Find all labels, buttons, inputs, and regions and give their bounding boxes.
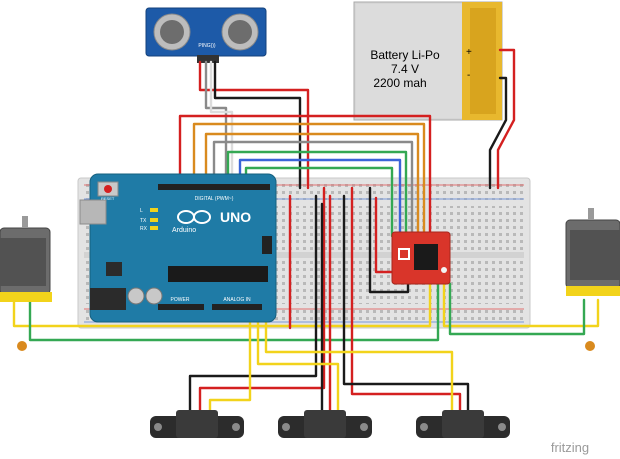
wire-motor-right-green	[448, 282, 586, 336]
arduino-logo-uno: UNO	[220, 209, 251, 225]
wire-motor-left-yellow	[12, 282, 432, 328]
wire-battery-plus	[496, 48, 516, 190]
arduino-brand: Arduino	[172, 227, 196, 234]
wire-ir1-yellow	[208, 318, 252, 416]
wire-ir2-yellow	[256, 318, 340, 416]
l-led-label: L	[140, 208, 143, 214]
battery-label-line1: Battery Li-Po	[370, 48, 440, 62]
arduino-uno: DIGITAL (PWM~) Arduino UNO TX RX L POWER…	[79, 173, 277, 323]
lipo-battery: Battery Li-Po 7.4 V 2200 mah + -	[353, 1, 503, 121]
motor-left	[0, 216, 52, 351]
wire-motor-right-yellow	[442, 282, 600, 328]
fritzing-watermark: fritzing	[551, 440, 589, 455]
atmega-chip	[168, 266, 268, 282]
battery-plus-terminal: +	[466, 47, 472, 58]
rx-label: RX	[140, 226, 148, 232]
reset-label: RESET	[101, 196, 115, 201]
wire-ir3-red	[350, 186, 462, 416]
wire-ir1-red	[198, 186, 326, 416]
wire-sensor-vcc	[198, 60, 310, 190]
wire-battery-minus	[488, 76, 508, 190]
wire-d-orange2	[204, 132, 420, 238]
wire-d-red	[178, 114, 432, 238]
wire-ir3-black	[342, 194, 470, 416]
motor-driver	[391, 231, 451, 285]
wire-d-gray	[212, 140, 414, 238]
wire-ir1-black	[188, 194, 318, 416]
wire-sensor-echo	[209, 60, 234, 182]
wire-driver-black	[368, 186, 410, 294]
motor-right	[565, 208, 620, 351]
wire-driver-red	[374, 196, 398, 274]
ir-sensor-center	[278, 410, 372, 438]
ir-sensor-left	[150, 410, 244, 438]
battery-label-line2: 7.4 V	[391, 62, 419, 76]
wires	[12, 48, 600, 416]
reset-button	[104, 185, 112, 193]
ir-sensor-right	[416, 410, 510, 438]
wire-ir3-yellow	[264, 318, 454, 416]
ultrasonic-sensor: PING)))	[145, 7, 267, 63]
wire-motor-left-green	[28, 282, 440, 342]
battery-minus-terminal: -	[467, 70, 470, 81]
wire-d-green1	[226, 150, 408, 238]
wire-d-blue	[238, 158, 402, 238]
tx-label: TX	[140, 218, 147, 224]
ultrasonic-label: PING)))	[198, 43, 216, 49]
wire-d-orange1	[192, 122, 426, 238]
digital-pins-label: DIGITAL (PWM~)	[195, 196, 234, 202]
battery-label-line3: 2200 mah	[373, 76, 426, 90]
wire-sensor-trig	[204, 60, 228, 182]
analog-pins-label: ANALOG IN	[223, 297, 251, 303]
power-pins-label: POWER	[171, 297, 190, 303]
arduino-infinity-logo	[177, 210, 211, 224]
